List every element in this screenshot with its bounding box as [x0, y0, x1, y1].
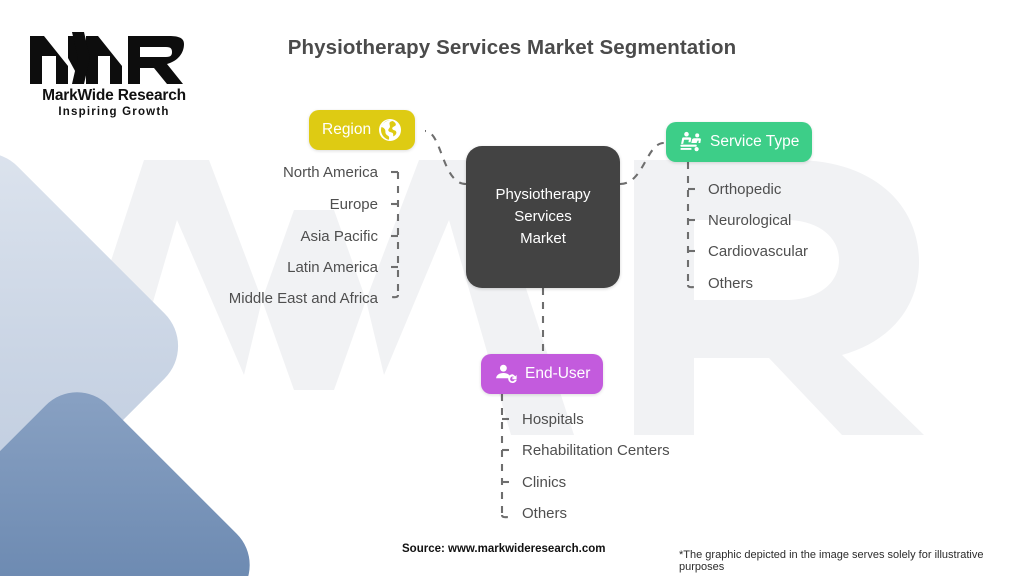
center-node-label: Physiotherapy Services Market — [495, 186, 591, 247]
branch-label-service-type: Service Type — [710, 133, 800, 150]
leaf-service-3: Others — [708, 275, 754, 292]
leaf-enduser-1: Rehabilitation Centers — [522, 442, 670, 459]
mwr-monogram-icon — [30, 32, 184, 84]
leaf-enduser-2: Clinics — [522, 474, 567, 491]
leaf-region-2: Asia Pacific — [300, 228, 378, 245]
branch-label-region: Region — [322, 121, 372, 138]
physiotherapy-icon — [679, 130, 703, 154]
page-title: Physiotherapy Services Market Segmentati… — [287, 36, 737, 59]
brand-tagline: Inspiring Growth — [58, 106, 170, 118]
source-label: Source: www.markwideresearch.com — [402, 543, 606, 555]
branch-label-end-user: End-User — [525, 365, 591, 382]
leaf-enduser-0: Hospitals — [522, 411, 584, 428]
leaf-service-0: Orthopedic — [708, 181, 782, 198]
user-refresh-icon — [494, 362, 518, 386]
leaf-region-3: Latin America — [287, 259, 378, 276]
center-node: Physiotherapy Services Market — [466, 146, 620, 288]
brand-name: MarkWide Research — [42, 87, 186, 104]
globe-icon — [378, 118, 402, 142]
leaf-service-1: Neurological — [708, 212, 792, 229]
branch-badge-region[interactable]: Region — [309, 110, 416, 150]
leaf-enduser-3: Others — [522, 505, 568, 522]
brand-logo: MarkWide Research Inspiring Growth — [28, 30, 200, 118]
disclaimer-label: *The graphic depicted in the image serve… — [679, 549, 984, 573]
leaf-region-1: Europe — [329, 196, 378, 213]
leaf-region-0: North America — [282, 164, 378, 181]
decorative-shape-dark — [0, 374, 268, 576]
leaf-region-4: Middle East and Africa — [228, 290, 378, 307]
branch-badge-end-user[interactable]: End-User — [481, 354, 604, 394]
branch-badge-service-type[interactable]: Service Type — [666, 122, 813, 162]
leaf-service-2: Cardiovascular — [708, 243, 809, 260]
